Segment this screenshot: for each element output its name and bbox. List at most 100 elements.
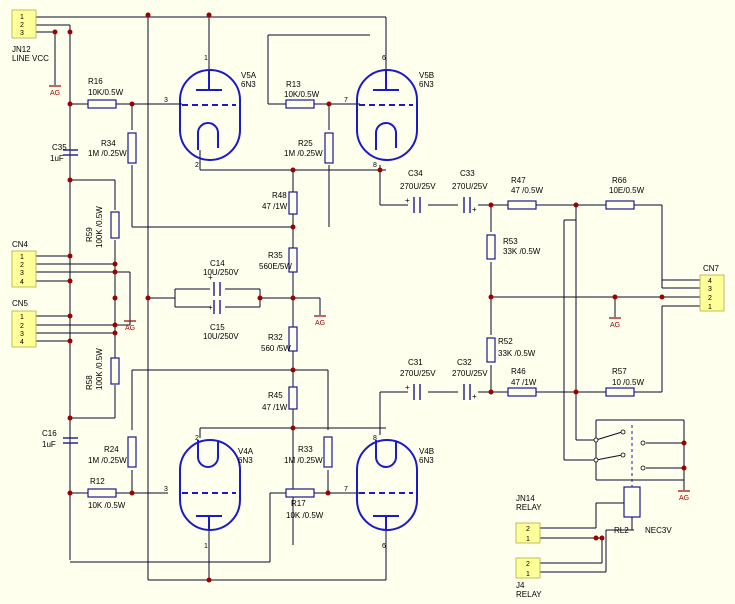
svg-text:270U/25V: 270U/25V bbox=[452, 182, 488, 191]
jn12-pin-2: 2 bbox=[20, 22, 24, 29]
ground-3: AG bbox=[314, 315, 326, 327]
tube-v5a: 1 3 2 V5A 6N3 bbox=[164, 55, 257, 169]
svg-text:+: + bbox=[405, 196, 410, 205]
v4a-pin-top: 2 bbox=[195, 435, 199, 442]
svg-text:R66: R66 bbox=[612, 176, 627, 185]
svg-text:1uF: 1uF bbox=[42, 440, 56, 449]
v4b-type: 6N3 bbox=[419, 456, 434, 465]
cn5-pin-1: 1 bbox=[20, 314, 24, 321]
svg-text:AG: AG bbox=[679, 495, 689, 502]
connector-jn12: 1 2 3 JN12 LINE VCC bbox=[11, 9, 49, 63]
svg-text:R47: R47 bbox=[511, 176, 526, 185]
svg-text:R45: R45 bbox=[268, 391, 283, 400]
svg-text:R48: R48 bbox=[272, 191, 287, 200]
svg-text:R58: R58 bbox=[85, 375, 94, 390]
cn5-pin-3: 3 bbox=[20, 331, 24, 338]
svg-text:R34: R34 bbox=[101, 139, 116, 148]
junctions bbox=[52, 12, 687, 583]
v5a-type: 6N3 bbox=[241, 80, 256, 89]
v4a-pin-grid: 3 bbox=[164, 486, 168, 493]
v4a-ref: V4A bbox=[238, 447, 254, 456]
svg-text:C33: C33 bbox=[460, 169, 475, 178]
connector-j4: 2 1 J4 RELAY bbox=[515, 557, 542, 599]
svg-text:AG: AG bbox=[50, 90, 60, 97]
svg-text:47 /1W: 47 /1W bbox=[262, 202, 288, 211]
svg-text:100K /0.5W: 100K /0.5W bbox=[95, 206, 104, 248]
relay-ref: RL2 bbox=[614, 526, 629, 535]
cn4-pin-4: 4 bbox=[20, 279, 24, 286]
cn7-pin-1: 1 bbox=[708, 304, 712, 311]
connector-jn14: 2 1 JN14 RELAY bbox=[515, 494, 542, 544]
svg-text:33K /0.5W: 33K /0.5W bbox=[498, 349, 536, 358]
cn7-pin-3: 3 bbox=[708, 286, 712, 293]
cn5-pin-4: 4 bbox=[20, 339, 24, 346]
jn12-pin-1: 1 bbox=[20, 14, 24, 21]
svg-text:R46: R46 bbox=[511, 367, 526, 376]
jn14-name: JN14 bbox=[516, 494, 535, 503]
svg-text:R24: R24 bbox=[104, 445, 119, 454]
tube-v4a: 2 3 1 V4A 6N3 bbox=[164, 435, 254, 550]
cn7-name: CN7 bbox=[703, 264, 720, 273]
svg-text:10K /0.5W: 10K /0.5W bbox=[88, 501, 126, 510]
svg-text:10K/0.5W: 10K/0.5W bbox=[88, 88, 124, 97]
svg-text:AG: AG bbox=[610, 322, 620, 329]
svg-text:R57: R57 bbox=[612, 367, 627, 376]
v4b-ref: V4B bbox=[419, 447, 434, 456]
cn7-pin-4: 4 bbox=[708, 278, 712, 285]
ground-symbols: AG AG AG AG AG bbox=[49, 85, 690, 502]
v5b-ref: V5B bbox=[419, 71, 434, 80]
svg-text:R32: R32 bbox=[268, 333, 283, 342]
connector-cn7: 4 3 2 1 CN7 bbox=[699, 264, 725, 312]
svg-text:10K/0.5W: 10K/0.5W bbox=[284, 90, 320, 99]
svg-text:10E/0.5W: 10E/0.5W bbox=[609, 186, 645, 195]
svg-text:C32: C32 bbox=[457, 358, 472, 367]
svg-text:47 /0.5W: 47 /0.5W bbox=[511, 186, 543, 195]
jn14-pin-1: 1 bbox=[526, 536, 530, 543]
svg-text:R25: R25 bbox=[298, 139, 313, 148]
resistor-r48: R48 47 /1W bbox=[262, 191, 298, 215]
cn4-pin-2: 2 bbox=[20, 262, 24, 269]
svg-text:R53: R53 bbox=[503, 237, 518, 246]
j4-sub: RELAY bbox=[516, 590, 542, 599]
v5b-type: 6N3 bbox=[419, 80, 434, 89]
resistor-r32: R32 560 /5W bbox=[261, 326, 298, 353]
jn12-name: JN12 bbox=[12, 45, 31, 54]
v4a-type: 6N3 bbox=[238, 456, 253, 465]
relay-type: NEC3V bbox=[645, 526, 672, 535]
svg-text:R17: R17 bbox=[291, 499, 306, 508]
svg-text:R52: R52 bbox=[498, 337, 513, 346]
svg-text:+: + bbox=[405, 383, 410, 392]
cn5-pin-2: 2 bbox=[20, 323, 24, 330]
svg-text:10U/250V: 10U/250V bbox=[203, 332, 239, 341]
jn14-sub: RELAY bbox=[516, 503, 542, 512]
svg-text:+: + bbox=[208, 273, 213, 282]
svg-text:1M /0.25W: 1M /0.25W bbox=[284, 149, 323, 158]
svg-text:+: + bbox=[472, 205, 477, 214]
svg-text:C16: C16 bbox=[42, 429, 57, 438]
v5b-pin-bottom: 8 bbox=[373, 162, 377, 169]
jn14-pin-2: 2 bbox=[526, 526, 530, 533]
svg-text:1uF: 1uF bbox=[50, 154, 64, 163]
wires bbox=[36, 15, 700, 581]
svg-text:560E/5W: 560E/5W bbox=[259, 262, 292, 271]
svg-text:R16: R16 bbox=[88, 77, 103, 86]
v4a-pin-bottom: 1 bbox=[204, 543, 208, 550]
svg-text:560 /5W: 560 /5W bbox=[261, 344, 291, 353]
